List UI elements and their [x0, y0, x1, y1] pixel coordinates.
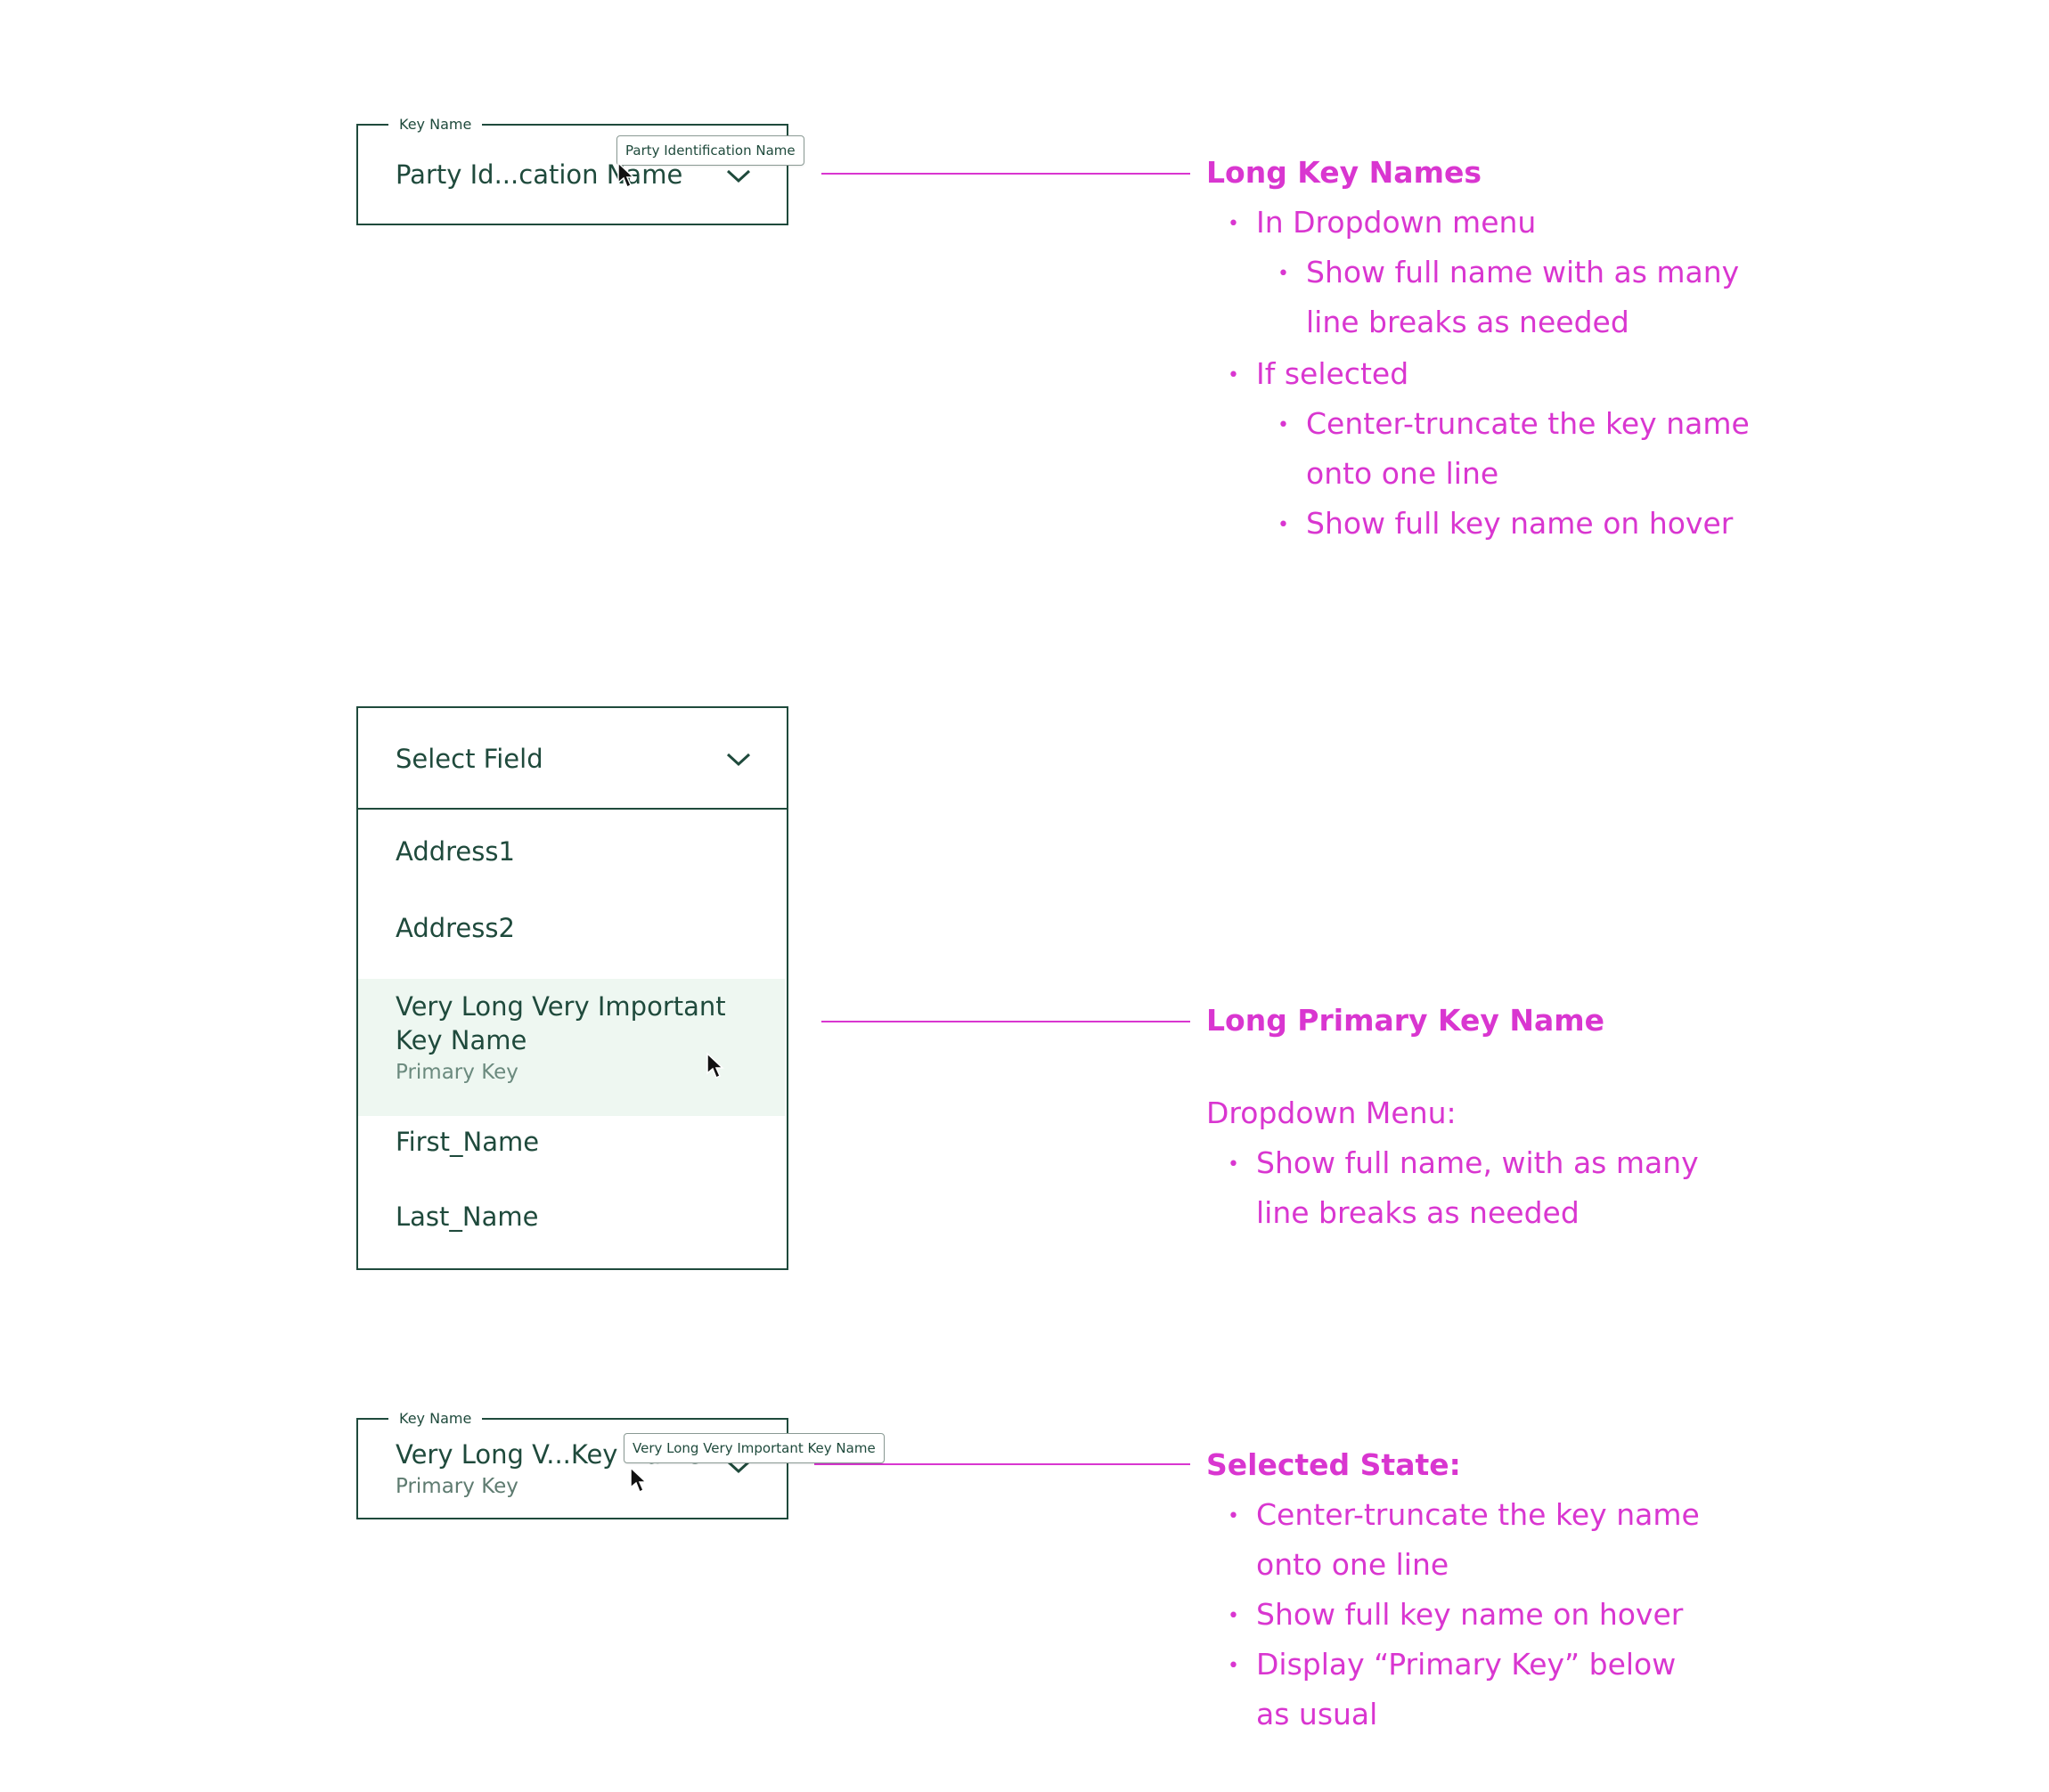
annotation-title: Long Key Names	[1206, 155, 1482, 190]
field-label: Key Name	[388, 1411, 483, 1427]
dropdown-header[interactable]: Select Field	[358, 708, 787, 810]
annotation-line-text: onto one line	[1306, 456, 1499, 491]
chevron-down-icon[interactable]	[725, 1459, 752, 1475]
menu-item-label: Last_Name	[396, 1201, 539, 1232]
primary-key-label: Primary Key	[396, 1061, 518, 1084]
bullet: •	[1278, 263, 1289, 285]
annotation-line	[814, 1463, 1190, 1465]
bullet: •	[1228, 1153, 1239, 1176]
field-label: Key Name	[388, 117, 483, 133]
tooltip: Party Identification Name	[616, 135, 804, 166]
annotation-line-text: Center-truncate the key name	[1256, 1497, 1700, 1532]
menu-item-address2[interactable]: Address2	[358, 893, 787, 973]
annotation-line	[821, 1021, 1190, 1022]
annotation-line	[821, 173, 1190, 175]
menu-item-label: Address1	[396, 836, 515, 867]
chevron-down-icon[interactable]	[725, 752, 752, 768]
menu-item-address1[interactable]: Address1	[358, 810, 787, 893]
menu-item-last-name[interactable]: Last_Name	[358, 1191, 787, 1269]
bullet: •	[1228, 1505, 1239, 1527]
primary-key-label: Primary Key	[396, 1475, 518, 1498]
chevron-down-icon[interactable]	[725, 168, 752, 184]
annotation-heading: Dropdown Menu:	[1206, 1096, 1457, 1130]
annotation-line-text: Show full name, with as many	[1256, 1145, 1699, 1180]
bullet: •	[1228, 1655, 1239, 1677]
annotation-line-text: Show full key name on hover	[1306, 506, 1734, 541]
menu-item-label-line1: Very Long Very Important	[396, 991, 726, 1022]
bullet: •	[1228, 364, 1239, 387]
menu-item-label: First_Name	[396, 1127, 540, 1157]
annotation-line-text: Display “Primary Key” below	[1256, 1647, 1677, 1682]
bullet: •	[1228, 1605, 1239, 1627]
placeholder: Select Field	[396, 744, 543, 774]
mouse-cursor-icon	[630, 1466, 648, 1494]
annotation-line-text: In Dropdown menu	[1256, 205, 1537, 240]
annotation-line-text: Show full name with as many	[1306, 255, 1740, 289]
bullet: •	[1278, 414, 1289, 436]
tooltip: Very Long Very Important Key Name	[624, 1433, 885, 1463]
annotation-line-text: If selected	[1256, 356, 1409, 391]
annotation-title: Selected State:	[1206, 1447, 1461, 1482]
bullet: •	[1228, 213, 1239, 235]
select-field-dropdown[interactable]: Select Field Address1 Address2 Very Long…	[356, 706, 788, 1270]
annotation-line-text: onto one line	[1256, 1547, 1449, 1582]
annotation-line-text: Center-truncate the key name	[1306, 406, 1750, 441]
bullet: •	[1278, 514, 1289, 536]
mouse-cursor-icon	[617, 161, 635, 189]
menu-item-label: Address2	[396, 913, 515, 943]
annotation-line-text: line breaks as needed	[1306, 305, 1629, 339]
annotation-line-text: as usual	[1256, 1697, 1378, 1731]
annotation-line-text: line breaks as needed	[1256, 1195, 1580, 1230]
menu-item-first-name[interactable]: First_Name	[358, 1116, 787, 1191]
annotation-title: Long Primary Key Name	[1206, 1003, 1605, 1038]
annotation-line-text: Show full key name on hover	[1256, 1597, 1684, 1632]
menu-item-primary-key[interactable]: Very Long Very Important Key Name Primar…	[358, 979, 785, 1116]
menu-item-label-line2: Key Name	[396, 1025, 527, 1055]
mouse-cursor-icon	[706, 1052, 724, 1079]
